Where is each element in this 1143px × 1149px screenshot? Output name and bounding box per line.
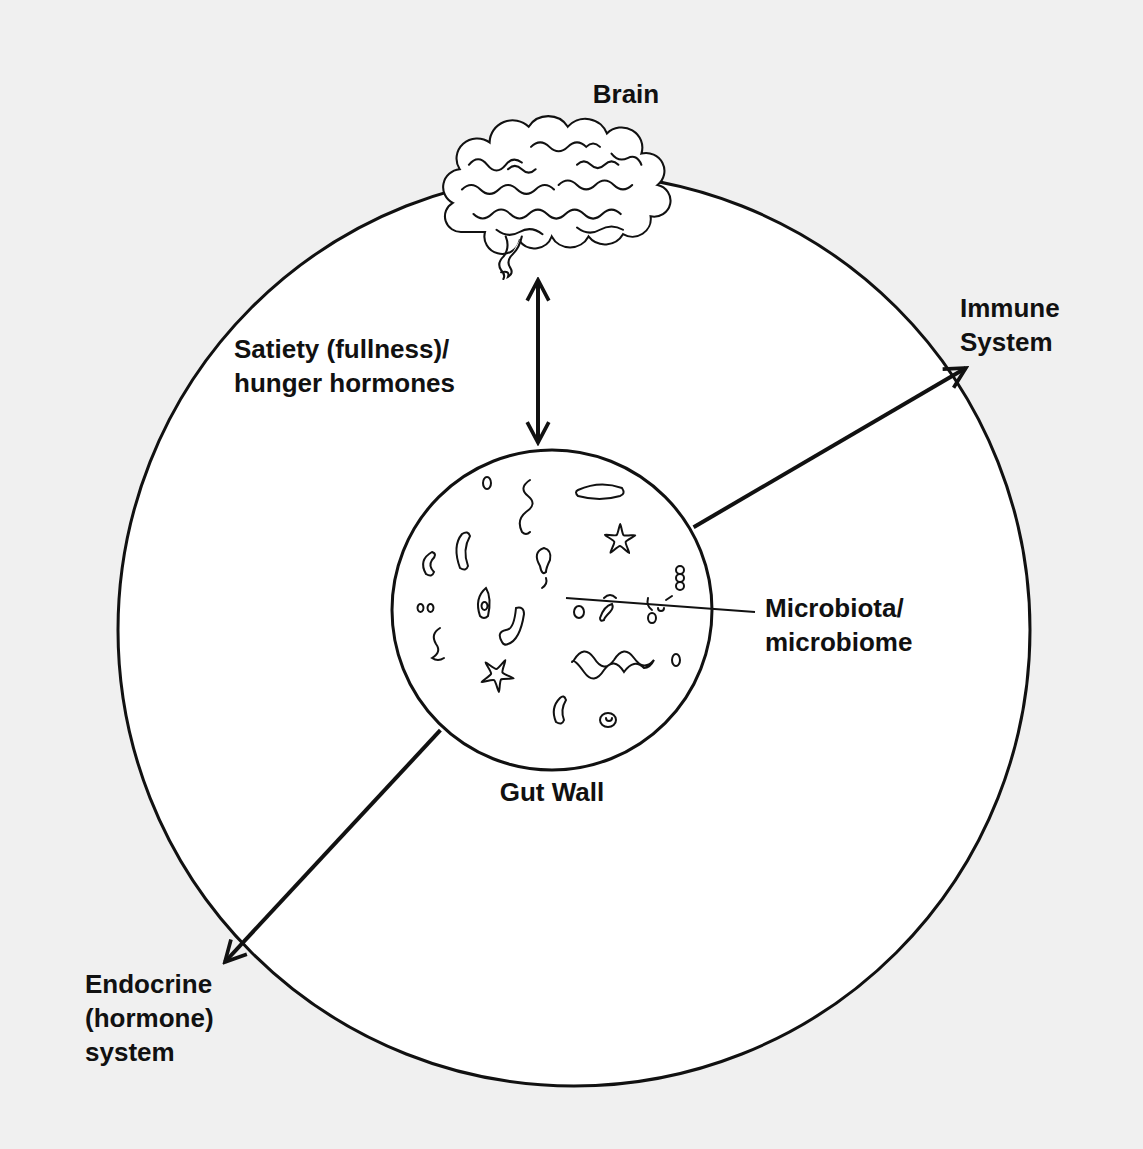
brain-fold xyxy=(474,210,621,219)
gut-drawing xyxy=(390,448,714,772)
brain-fold xyxy=(462,185,554,194)
brain-fold xyxy=(531,142,600,151)
microbe xyxy=(478,588,490,618)
microbe xyxy=(572,651,654,678)
microbe xyxy=(537,548,551,588)
brain-outline xyxy=(443,116,670,254)
brain-fold xyxy=(577,226,623,232)
brain-fold xyxy=(577,161,618,168)
microbe xyxy=(500,608,524,645)
microbe xyxy=(676,566,684,590)
microbes xyxy=(418,477,685,727)
gut-circle: Gut Wall xyxy=(390,448,714,772)
edge-label: Satiety (fullness)/ hunger hormones xyxy=(234,333,524,401)
brain-group xyxy=(443,116,670,279)
microbe xyxy=(600,713,616,727)
brain-fold xyxy=(559,180,633,189)
microbe xyxy=(574,606,584,618)
microbe xyxy=(576,484,624,499)
microbe xyxy=(648,596,672,623)
microbe xyxy=(418,604,434,612)
brain-fold xyxy=(469,159,522,170)
brain-fold xyxy=(497,229,543,235)
brain-drawing xyxy=(445,118,665,274)
microbe xyxy=(456,532,470,569)
part-label: Microbiota/ microbiome xyxy=(765,592,980,660)
brain-fold xyxy=(508,166,536,173)
node-heading: Gut Wall xyxy=(452,776,652,810)
microbe xyxy=(520,480,533,534)
microbe xyxy=(482,660,514,692)
node-label: Immune System xyxy=(960,292,1110,360)
microbe xyxy=(554,696,566,723)
connector-arrow xyxy=(694,368,966,527)
body-circle xyxy=(118,174,1030,1086)
leader-line xyxy=(566,598,755,612)
brain-stem xyxy=(499,236,522,279)
microbe xyxy=(605,524,635,553)
microbe xyxy=(483,477,491,489)
connector-arrow xyxy=(225,730,440,962)
microbe xyxy=(648,598,653,610)
node-label: Endocrine (hormone) system xyxy=(85,968,255,1069)
microbe xyxy=(600,595,616,621)
microbe xyxy=(423,552,435,576)
system-label: Immune System xyxy=(960,292,1112,362)
connector-arrow xyxy=(536,280,540,443)
node-heading: Brain xyxy=(566,78,686,112)
gut-outline xyxy=(392,450,712,770)
microbe xyxy=(672,654,680,666)
brain-illustration: Brain xyxy=(445,118,665,274)
system-label: Endocrine (hormone) system xyxy=(85,968,257,1072)
microbe xyxy=(432,628,444,660)
